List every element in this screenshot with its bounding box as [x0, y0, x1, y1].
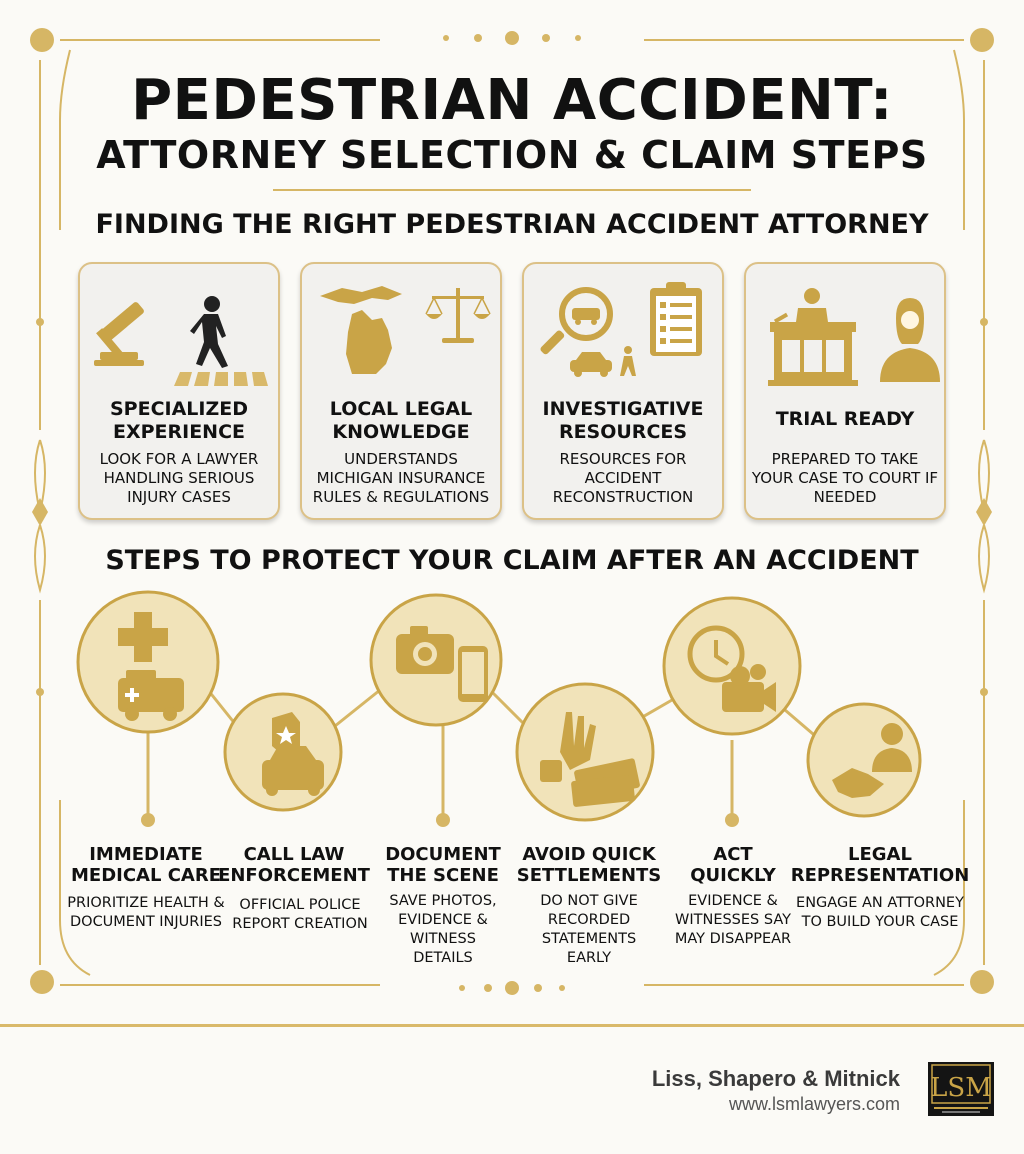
step-desc-police: OFFICIAL POLICE REPORT CREATION [232, 897, 368, 932]
logo-letters: LSM [930, 1073, 992, 1103]
hand-stop-money-icon [540, 712, 640, 807]
step-title-document: DOCUMENT THE SCENE [385, 844, 501, 886]
firm-url[interactable]: www.lsmlawyers.com [728, 1094, 900, 1114]
decorative-frame [30, 28, 994, 995]
firm-brand: Liss, Shapero & Mitnick www.lsmlawyers.c… [652, 1066, 900, 1115]
card-investigative-resources: INVESTIGATIVE RESOURCES RESOURCES FOR AC… [522, 262, 724, 520]
card-local-legal-knowledge: LOCAL LEGAL KNOWLEDGE UNDERSTANDS MICHIG… [300, 262, 502, 520]
step-desc-settlement: DO NOT GIVE RECORDED STATEMENTS EARLY [540, 893, 638, 966]
card-specialized-experience: SPECIALIZED EXPERIENCE LOOK FOR A LAWYER… [78, 262, 280, 520]
card-title: INVESTIGATIVE RESOURCES [542, 398, 704, 443]
card-description: UNDERSTANDS MICHIGAN INSURANCE RULES & R… [312, 450, 490, 506]
step-title-legal: LEGAL REPRESENTATION [790, 844, 970, 886]
step-desc-document: SAVE PHOTOS, EVIDENCE & WITNESS DETAILS [389, 893, 497, 966]
magnifier-clipboard-icon [540, 282, 702, 377]
step-desc-legal: ENGAGE AN ATTORNEY TO BUILD YOUR CASE [796, 895, 964, 930]
steps-timeline [76, 590, 922, 827]
step-desc-act: EVIDENCE & WITNESSES SAY MAY DISAPPEAR [674, 893, 792, 947]
page-subtitle: ATTORNEY SELECTION & CLAIM STEPS [96, 133, 928, 177]
step-title-act: ACT QUICKLY [690, 844, 776, 886]
section-heading-steps: STEPS TO PROTECT YOUR CLAIM AFTER AN ACC… [105, 545, 919, 576]
courtroom-attorney-icon [768, 288, 940, 386]
step-desc-medical: PRIORITIZE HEALTH & DOCUMENT INJURIES [67, 895, 225, 930]
section-heading-attorney: FINDING THE RIGHT PEDESTRIAN ACCIDENT AT… [95, 209, 929, 240]
firm-name: Liss, Shapero & Mitnick [651, 1066, 900, 1091]
card-trial-ready: TRIAL READY PREPARED TO TAKE YOUR CASE T… [744, 262, 946, 520]
michigan-scales-icon [320, 286, 491, 374]
page-title: PEDESTRIAN ACCIDENT: [131, 68, 893, 133]
step-title-medical: IMMEDIATE MEDICAL CARE [70, 844, 222, 886]
card-description: RESOURCES FOR ACCIDENT RECONSTRUCTION [552, 450, 694, 506]
card-title: SPECIALIZED EXPERIENCE [109, 398, 248, 443]
footer-divider [0, 1024, 1024, 1027]
police-badge-car-icon [262, 712, 324, 796]
step-title-settlement: AVOID QUICK SETTLEMENTS [516, 844, 662, 886]
medical-ambulance-icon [118, 612, 184, 721]
gavel-pedestrian-icon [94, 296, 268, 386]
card-title: LOCAL LEGAL KNOWLEDGE [329, 398, 473, 443]
firm-logo: LSM [928, 1062, 994, 1116]
handshake-lawyer-icon [832, 723, 912, 798]
card-description: PREPARED TO TAKE YOUR CASE TO COURT IF N… [751, 450, 939, 506]
step-title-police: CALL LAW ENFORCEMENT [218, 844, 370, 886]
card-description: LOOK FOR A LAWYER HANDLING SERIOUS INJUR… [99, 450, 259, 506]
clock-camera-icon [687, 625, 776, 712]
card-title: TRIAL READY [775, 408, 915, 430]
